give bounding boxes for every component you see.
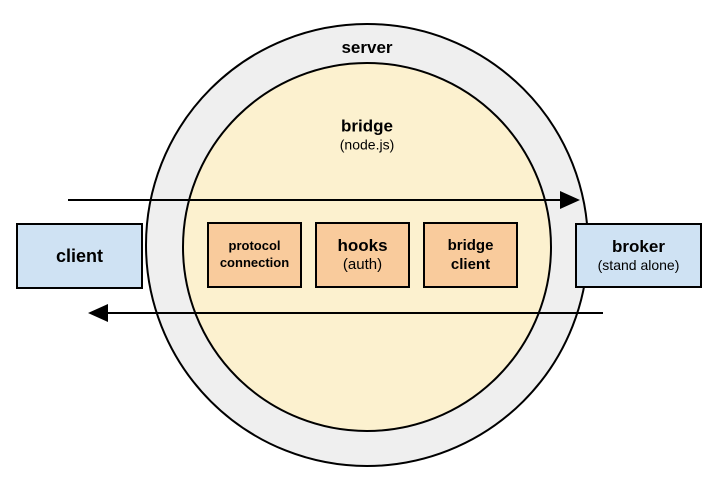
bridge-client-line1: bridge — [447, 236, 494, 254]
broker-box: broker (stand alone) — [575, 223, 702, 288]
broker-label: broker — [612, 237, 665, 257]
protocol-connection-line2: connection — [219, 255, 290, 270]
bridge-label: bridge (node.js) — [340, 116, 394, 153]
broker-sublabel: (stand alone) — [597, 257, 680, 274]
bridge-client-box: bridge client — [423, 222, 518, 288]
protocol-connection-line1: protocol — [228, 238, 281, 254]
server-label: server — [341, 38, 393, 57]
hooks-sublabel: (auth) — [342, 256, 383, 274]
client-label: client — [55, 245, 103, 266]
client-box: client — [16, 223, 143, 289]
hooks-box: hooks (auth) — [315, 222, 410, 288]
hooks-label: hooks — [337, 236, 388, 255]
protocol-connection-box: protocol connection — [207, 222, 302, 288]
bridge-label-sub: (node.js) — [339, 136, 395, 153]
bridge-client-line2: client — [450, 256, 491, 273]
bridge-label-main: bridge — [341, 116, 393, 136]
